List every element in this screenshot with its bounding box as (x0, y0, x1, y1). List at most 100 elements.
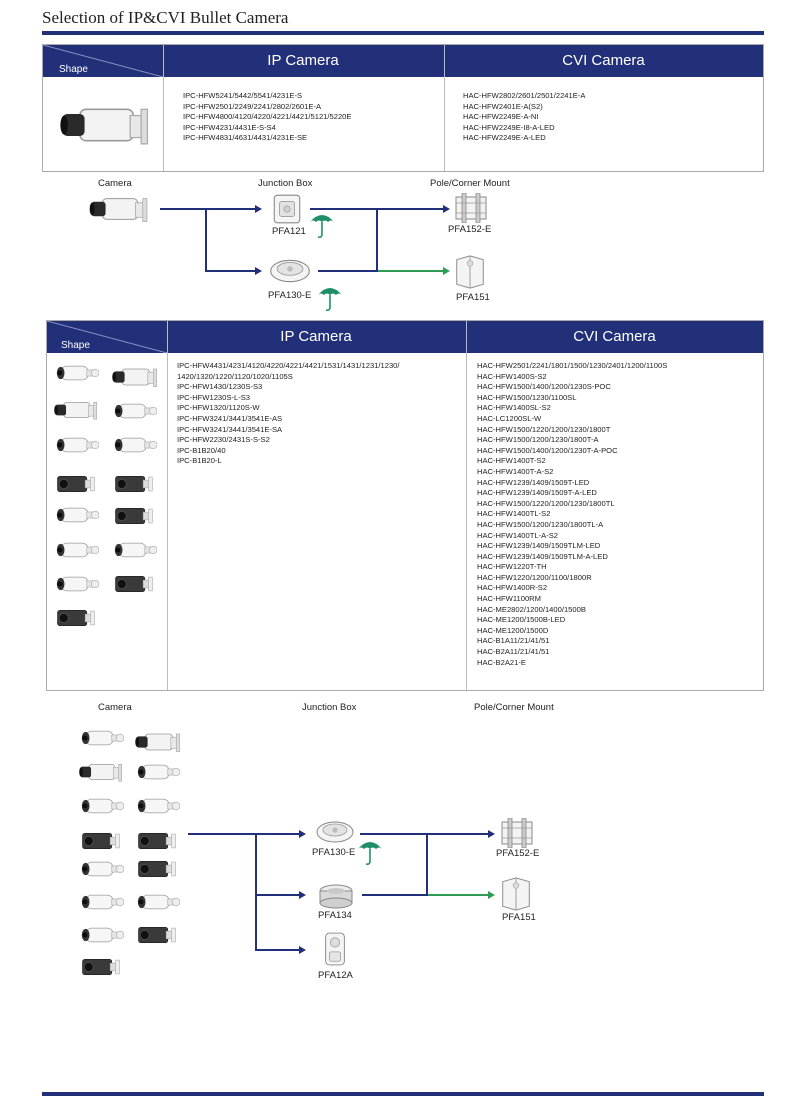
flow1-junction-label: Junction Box (258, 178, 313, 189)
junction-box-round-icon (316, 821, 354, 843)
arrow-icon (299, 830, 306, 838)
pole-mount-icon (501, 818, 533, 848)
pfa152e-label: PFA152-E (448, 224, 492, 235)
bullet-camera-icon (56, 576, 99, 592)
bullet-camera-icon (137, 894, 180, 910)
pfa134-label: PFA134 (318, 910, 352, 921)
connector-line (362, 894, 426, 896)
connector-line (255, 949, 301, 951)
arrow-icon (488, 891, 495, 899)
cvi-camera-header: CVI Camera (562, 52, 645, 69)
connector-line-green (378, 270, 445, 272)
ip-camera-header: IP Camera (280, 328, 352, 345)
flow2-mount-label: Pole/Corner Mount (474, 702, 554, 713)
junction-box-tall-icon (325, 932, 345, 966)
bullet-camera-icon (57, 475, 95, 493)
bullet-camera-icon (115, 575, 153, 593)
bullet-camera-icon (81, 927, 124, 943)
shape-header-diagonal (47, 321, 167, 353)
page-title: Selection of IP&CVI Bullet Camera (42, 8, 289, 27)
bullet-camera-icon (111, 368, 158, 388)
connector-line (360, 833, 490, 835)
umbrella-icon (357, 841, 383, 866)
ip-model-list: IPC-HFW4431/4231/4120/4220/4221/4421/153… (177, 361, 400, 466)
flow2-camera-label: Camera (98, 702, 132, 713)
arrow-icon (255, 205, 262, 213)
ip-camera-header: IP Camera (267, 52, 339, 69)
arrow-icon (443, 267, 450, 275)
column-separator (163, 45, 164, 171)
top-rule (42, 31, 764, 35)
umbrella-icon (317, 287, 343, 312)
arrow-icon (488, 830, 495, 838)
ip-model-list: IPC-HFW5241/5442/5541/4231E-S IPC-HFW250… (183, 91, 352, 143)
corner-mount-icon (456, 255, 484, 289)
connector-line (205, 270, 257, 272)
pfa121-label: PFA121 (272, 226, 306, 237)
connector-line (205, 208, 207, 272)
connector-line (376, 208, 378, 272)
bullet-camera-icon (56, 507, 99, 523)
table-1: Shape IP Camera CVI Camera IPC-HFW5241/5… (42, 44, 764, 172)
bottom-rule (42, 1092, 764, 1096)
bullet-camera-icon (138, 926, 176, 944)
bullet-camera-icon (114, 542, 157, 558)
bullet-camera-icon (138, 860, 176, 878)
bullet-camera-icon (137, 764, 180, 780)
bullet-camera-icon (56, 365, 99, 381)
bullet-camera-icon (138, 832, 176, 850)
bullet-camera-icon (81, 894, 124, 910)
junction-box-square-icon (273, 194, 301, 224)
connector-line (426, 833, 428, 896)
bullet-camera-icon (114, 403, 157, 419)
bullet-camera-icon (57, 609, 95, 627)
bullet-camera-icon (82, 958, 120, 976)
flow1-mount-label: Pole/Corner Mount (430, 178, 510, 189)
column-separator (444, 45, 445, 171)
cvi-model-list: HAC-HFW2501/2241/1801/1500/1230/2401/120… (477, 361, 668, 667)
pfa152e-label: PFA152-E (496, 848, 540, 859)
bullet-camera-icon (82, 832, 120, 850)
bullet-camera-icon (81, 861, 124, 877)
umbrella-icon (309, 214, 335, 238)
arrow-icon (299, 891, 306, 899)
connector-line (255, 894, 301, 896)
shape-label: Shape (61, 340, 90, 351)
shape-label: Shape (59, 64, 88, 75)
connector-line-green (428, 894, 490, 896)
bullet-camera-icon (89, 198, 148, 222)
connector-line (188, 833, 301, 835)
pfa12a-label: PFA12A (318, 970, 353, 981)
pfa130e-label: PFA130-E (268, 290, 312, 301)
arrow-icon (299, 946, 306, 954)
junction-box-cylinder-icon (319, 884, 353, 909)
junction-box-round-icon (270, 259, 310, 283)
bullet-camera-icon (78, 763, 123, 782)
pfa151-label: PFA151 (502, 912, 536, 923)
bullet-camera-icon (115, 475, 153, 493)
bullet-camera-icon (134, 733, 181, 752)
connector-line (255, 833, 257, 951)
connector-line (160, 208, 257, 210)
bullet-camera-icon (137, 798, 180, 814)
bullet-camera-icon (114, 437, 157, 453)
shape-header-diagonal (43, 45, 163, 77)
cvi-camera-header: CVI Camera (573, 328, 656, 345)
column-separator (167, 321, 168, 690)
pfa130e-label: PFA130-E (312, 847, 356, 858)
pole-mount-icon (455, 193, 487, 223)
bullet-camera-icon (59, 108, 149, 145)
flow2-junction-label: Junction Box (302, 702, 357, 713)
connector-line (318, 270, 378, 272)
bullet-camera-icon (56, 542, 99, 558)
table-2-header (47, 321, 763, 353)
bullet-camera-icon (81, 798, 124, 814)
bullet-camera-icon (115, 507, 153, 525)
bullet-camera-icon (53, 401, 98, 420)
pfa151-label: PFA151 (456, 292, 490, 303)
column-separator (466, 321, 467, 690)
arrow-icon (255, 267, 262, 275)
bullet-camera-icon (56, 437, 99, 453)
arrow-icon (443, 205, 450, 213)
table-2: Shape IP Camera CVI Camera IPC-HFW4431/4… (46, 320, 764, 691)
